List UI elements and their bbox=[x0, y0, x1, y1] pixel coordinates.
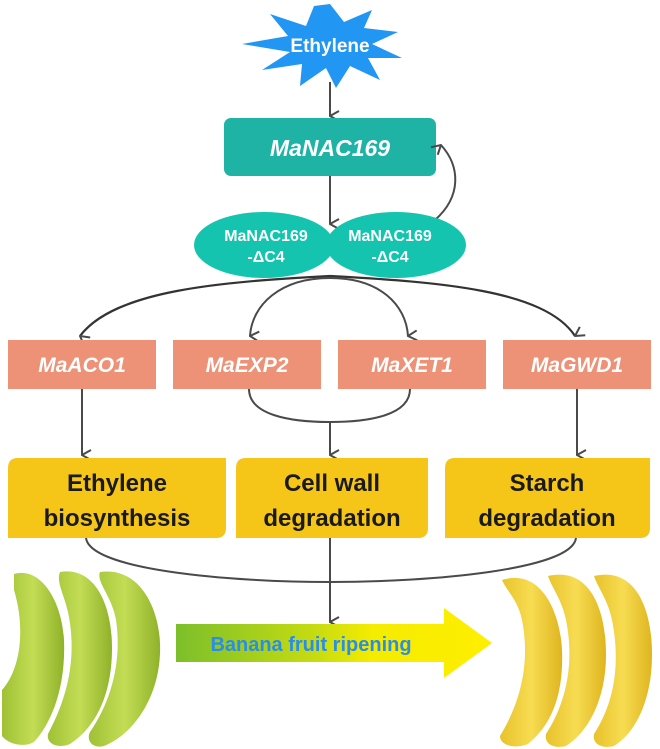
merge-maexp2-maxet1 bbox=[248, 388, 411, 424]
maexp2-box bbox=[173, 340, 321, 389]
unripe-banana-3 bbox=[88, 571, 161, 747]
maxet1-box bbox=[338, 340, 486, 389]
ripening-arrow: Banana fruit ripening bbox=[176, 608, 492, 678]
starch-degradation-box bbox=[445, 458, 650, 538]
target-gene-maaco1: MaACO1 bbox=[8, 340, 156, 389]
ethylene-biosynthesis-line1: Ethylene bbox=[67, 470, 167, 497]
arrow-dimer-to-maaco1 bbox=[80, 274, 331, 336]
feedback-arrow bbox=[435, 145, 457, 221]
ripe-banana-1 bbox=[500, 577, 563, 747]
dimer-right-line2: -ΔC4 bbox=[371, 249, 408, 266]
target-gene-maxet1: MaXET1 bbox=[338, 340, 486, 389]
ethylene-biosynthesis-line2: biosynthesis bbox=[44, 505, 191, 532]
burst-shape bbox=[242, 4, 402, 88]
process-starch-degradation: Starch degradation bbox=[445, 458, 650, 538]
dimer-left-line1: MaNAC169 bbox=[224, 228, 308, 245]
dimer-ellipse-left bbox=[194, 212, 334, 278]
starch-degradation-line2: degradation bbox=[478, 505, 615, 532]
target-gene-magwd1: MaGWD1 bbox=[503, 340, 651, 389]
maaco1-box bbox=[8, 340, 156, 389]
dimer-left-line2: -ΔC4 bbox=[247, 249, 284, 266]
maaco1-label: MaACO1 bbox=[38, 354, 126, 377]
magwd1-box bbox=[503, 340, 651, 389]
unripe-banana-2 bbox=[47, 571, 112, 746]
arrow-dimer-to-maxet1 bbox=[329, 277, 408, 336]
ripe-bananas-image bbox=[500, 574, 652, 747]
dimer-node: MaNAC169 -ΔC4 MaNAC169 -ΔC4 bbox=[194, 212, 466, 278]
arrow-dimer-to-magwd1 bbox=[329, 274, 575, 336]
cell-wall-degradation-line1: Cell wall bbox=[284, 470, 380, 497]
cell-wall-degradation-line2: degradation bbox=[263, 505, 400, 532]
ripening-label: Banana fruit ripening bbox=[210, 634, 411, 656]
arrow-dimer-to-maexp2 bbox=[250, 277, 331, 336]
ethylene-label: Ethylene bbox=[290, 36, 369, 57]
process-ethylene-biosynthesis: Ethylene biosynthesis bbox=[8, 458, 226, 538]
maxet1-label: MaXET1 bbox=[371, 354, 453, 377]
magwd1-label: MaGWD1 bbox=[531, 354, 623, 377]
ripening-arrow-shape bbox=[176, 608, 492, 678]
unripe-banana-1 bbox=[2, 572, 65, 745]
cell-wall-degradation-box bbox=[236, 458, 428, 538]
ripe-banana-3 bbox=[593, 574, 652, 747]
manac169-label: MaNAC169 bbox=[270, 135, 390, 161]
process-cell-wall-degradation: Cell wall degradation bbox=[236, 458, 428, 538]
manac169-node: MaNAC169 bbox=[224, 118, 436, 176]
target-gene-maexp2: MaEXP2 bbox=[173, 340, 321, 389]
unripe-bananas-image bbox=[2, 571, 161, 747]
maexp2-label: MaEXP2 bbox=[206, 354, 289, 377]
ripe-banana-2 bbox=[545, 574, 606, 747]
ethylene-signal-node: Ethylene bbox=[242, 4, 402, 88]
manac169-box bbox=[224, 118, 436, 176]
dimer-right-line1: MaNAC169 bbox=[348, 228, 432, 245]
dimer-ellipse-right bbox=[326, 212, 466, 278]
starch-degradation-line1: Starch bbox=[510, 470, 585, 497]
ethylene-biosynthesis-box bbox=[8, 458, 226, 538]
